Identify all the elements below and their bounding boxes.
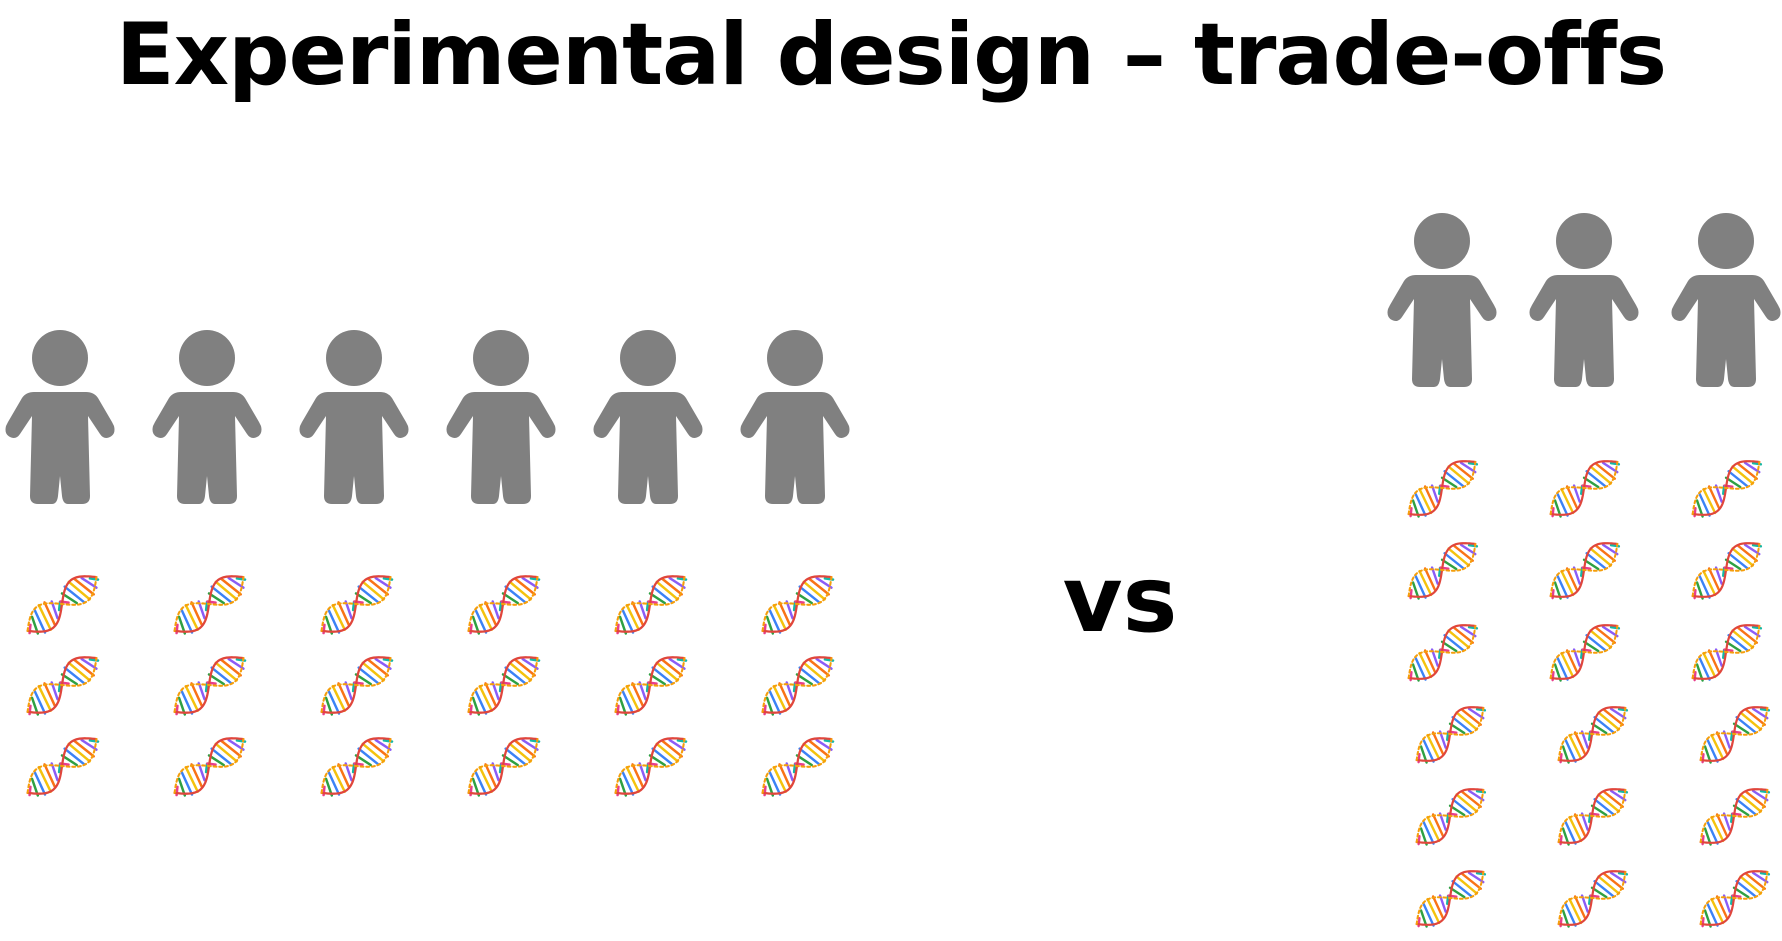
dna-helix-icon — [467, 737, 541, 797]
person-icon — [1387, 213, 1497, 387]
dna-helix-icon — [26, 656, 100, 716]
dna-helix-icon — [1549, 460, 1621, 518]
dna-helix-icon — [467, 656, 541, 716]
dna-helix-icon — [1557, 870, 1629, 928]
person-icon — [446, 330, 556, 504]
dna-helix-icon — [1549, 624, 1621, 682]
design-left-group — [5, 330, 850, 797]
dna-helix-icon — [1699, 870, 1771, 928]
dna-helix-icon — [1691, 624, 1763, 682]
dna-helix-icon — [1557, 788, 1629, 846]
dna-helix-icon — [320, 575, 394, 635]
dna-helix-icon — [761, 656, 835, 716]
dna-helix-icon — [614, 737, 688, 797]
dna-helix-icon — [761, 737, 835, 797]
dna-helix-icon — [1415, 870, 1487, 928]
dna-helix-icon — [26, 575, 100, 635]
dna-helix-icon — [1699, 706, 1771, 764]
vs-label: vs — [1062, 546, 1178, 653]
dna-helix-icon — [1415, 788, 1487, 846]
person-icon — [299, 330, 409, 504]
dna-helix-icon — [1407, 624, 1479, 682]
slide-title: Experimental design – trade-offs — [115, 5, 1667, 105]
person-icon — [1671, 213, 1781, 387]
dna-helix-icon — [1557, 706, 1629, 764]
dna-helix-icon — [614, 575, 688, 635]
person-icon — [152, 330, 262, 504]
dna-helix-icon — [173, 737, 247, 797]
design-right-group — [1387, 213, 1781, 928]
person-icon — [593, 330, 703, 504]
person-icon — [1529, 213, 1639, 387]
person-icon — [5, 330, 115, 504]
dna-helix-icon — [320, 737, 394, 797]
dna-helix-icon — [320, 656, 394, 716]
dna-helix-icon — [614, 656, 688, 716]
dna-helix-icon — [761, 575, 835, 635]
dna-helix-icon — [1407, 542, 1479, 600]
dna-helix-icon — [1407, 460, 1479, 518]
dna-helix-icon — [467, 575, 541, 635]
dna-helix-icon — [173, 575, 247, 635]
dna-helix-icon — [1549, 542, 1621, 600]
dna-helix-icon — [1691, 542, 1763, 600]
dna-helix-icon — [1691, 460, 1763, 518]
dna-helix-icon — [173, 656, 247, 716]
dna-helix-icon — [1415, 706, 1487, 764]
dna-helix-icon — [1699, 788, 1771, 846]
person-icon — [740, 330, 850, 504]
dna-helix-icon — [26, 737, 100, 797]
